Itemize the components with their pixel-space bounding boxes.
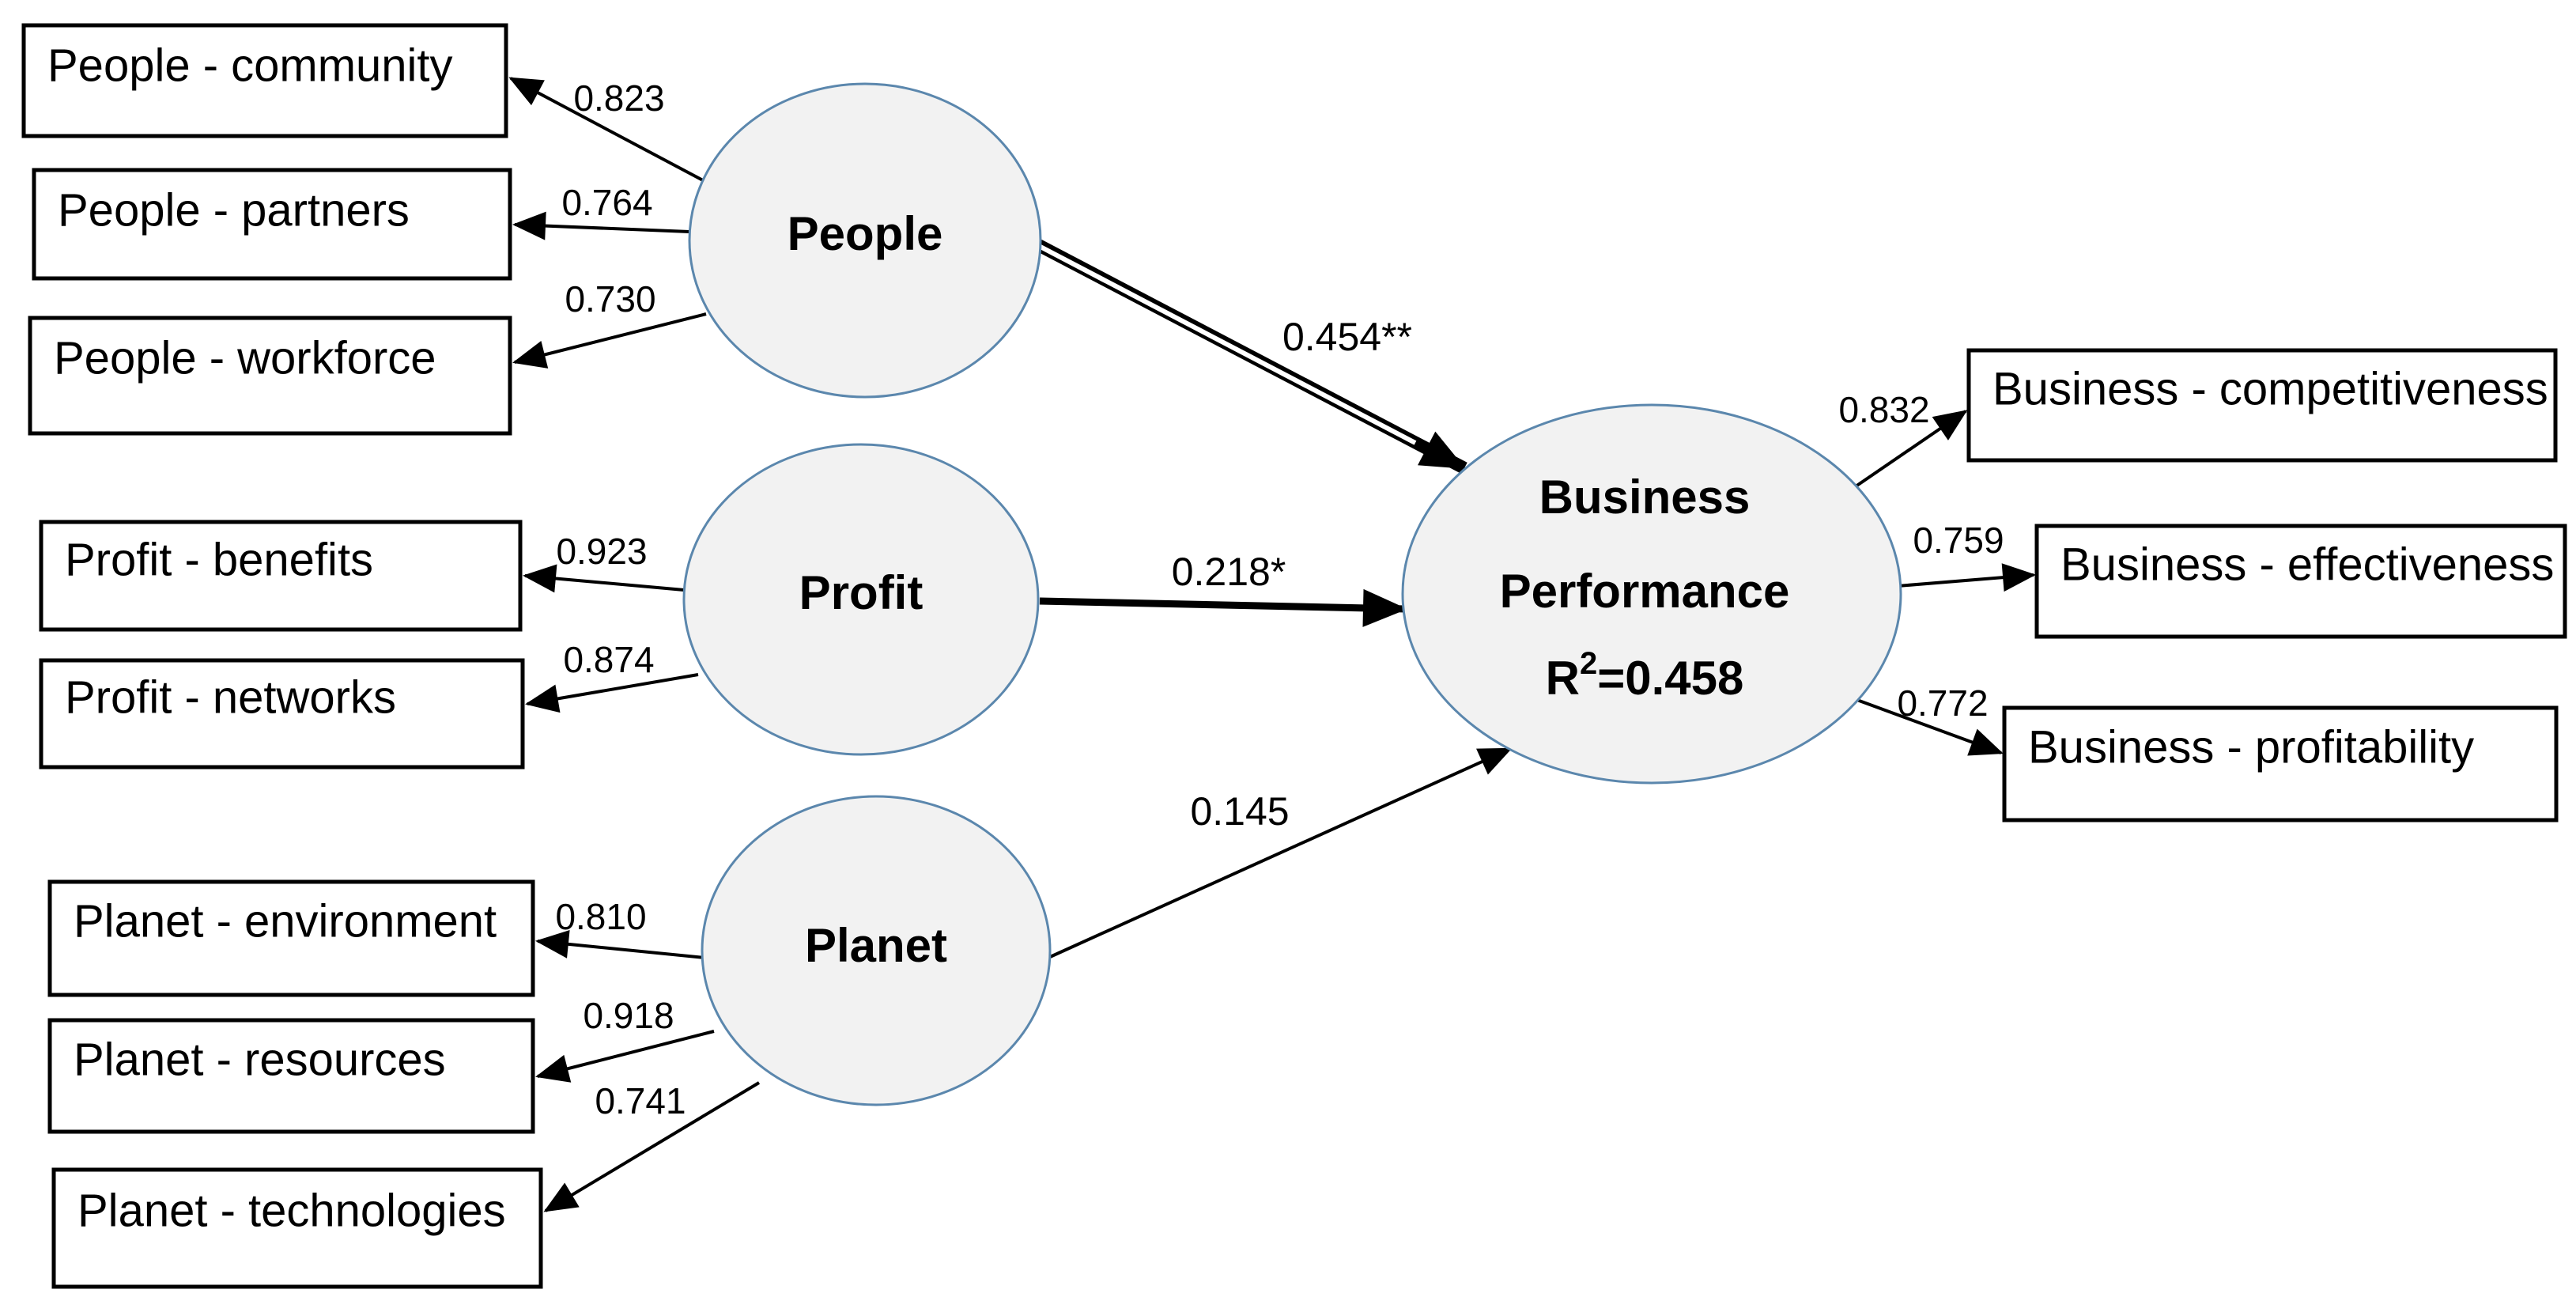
indicator-people-partners: People - partners 0.764 <box>32 168 690 281</box>
indicator-box <box>39 658 525 770</box>
path-arrow-profit-to-business <box>1039 588 1407 627</box>
latent-profit: Profit <box>682 443 1040 756</box>
indicator-planet-environment: Planet - environment 0.810 <box>47 879 713 997</box>
indicator-box <box>2002 705 2559 822</box>
latent-label-planet: Planet <box>805 919 947 972</box>
latent-business-performance: Business Performance R2=0.458 <box>1401 403 1902 785</box>
loading-arrow <box>535 929 713 960</box>
loading-value: 0.918 <box>583 995 674 1036</box>
loading-value: 0.730 <box>565 278 655 320</box>
indicator-box <box>32 168 512 281</box>
r-squared-superscript: 2 <box>1580 646 1597 681</box>
indicator-label: Business - competitiveness <box>1992 363 2548 414</box>
latent-planet: Planet <box>701 795 1052 1106</box>
loading-value: 0.810 <box>555 896 646 937</box>
latent-ellipse-planet <box>701 795 1052 1106</box>
loading-arrow <box>1854 410 1968 488</box>
indicator-label: Planet - environment <box>74 895 497 947</box>
loading-value: 0.759 <box>1913 520 2004 561</box>
latent-ellipse-people <box>688 82 1042 399</box>
indicator-business-profitability: Business - profitability 0.772 <box>1854 683 2559 822</box>
indicator-profit-networks: Profit - networks 0.874 <box>39 639 699 770</box>
indicator-box <box>47 879 535 997</box>
r-squared-rest: =0.458 <box>1597 652 1743 705</box>
indicator-people-workforce: People - workforce 0.730 <box>28 278 707 436</box>
indicator-box <box>2034 524 2567 639</box>
indicator-label: Business - profitability <box>2028 721 2474 773</box>
structural-path-planet-to-business: 0.145 <box>1049 747 1513 959</box>
indicator-label: People - community <box>47 40 453 91</box>
loading-value: 0.772 <box>1897 683 1988 724</box>
indicator-label: Profit - networks <box>65 671 396 723</box>
loading-value: 0.874 <box>563 639 654 680</box>
loading-arrow <box>523 564 685 593</box>
latent-r-squared-value: R2=0.458 <box>1546 646 1744 705</box>
indicator-box <box>51 1167 543 1289</box>
latent-label-business-line2: Performance <box>1500 565 1790 618</box>
latent-ellipse-business-performance <box>1401 403 1902 785</box>
indicator-box <box>1966 348 2558 463</box>
indicator-box <box>28 316 512 436</box>
indicator-box <box>47 1018 535 1134</box>
indicator-label: People - workforce <box>54 332 436 384</box>
indicator-label: Business - effectiveness <box>2060 539 2554 590</box>
loading-arrow <box>512 211 690 240</box>
path-arrow-planet-to-business <box>1049 747 1513 959</box>
latent-label-profit: Profit <box>799 566 924 619</box>
indicator-business-competitiveness: Business - competitiveness 0.832 <box>1838 348 2558 488</box>
latent-people: People <box>688 82 1042 399</box>
loading-value: 0.741 <box>595 1080 686 1121</box>
latent-label-business-line1: Business <box>1539 471 1751 524</box>
r-squared-base: R <box>1546 652 1580 705</box>
indicator-planet-technologies: Planet - technologies 0.741 <box>51 1080 761 1289</box>
latent-ellipse-profit <box>682 443 1040 756</box>
loading-value: 0.832 <box>1838 389 1929 430</box>
loading-arrow <box>1854 698 2004 756</box>
path-coefficient-people: 0.454** <box>1282 315 1412 359</box>
path-arrow-double-gap <box>1037 244 1417 445</box>
loading-arrow <box>525 673 699 713</box>
indicator-box <box>21 23 508 138</box>
loading-value: 0.764 <box>561 182 652 223</box>
loading-arrow <box>1897 563 2036 592</box>
structural-path-people-to-business: 0.454** <box>1029 236 1467 475</box>
indicator-people-community: People - community 0.823 <box>21 23 704 182</box>
indicator-profit-benefits: Profit - benefits 0.923 <box>39 520 685 632</box>
path-coefficient-profit: 0.218* <box>1172 550 1286 594</box>
loading-arrow <box>508 77 704 182</box>
indicator-label: People - partners <box>58 184 410 236</box>
loading-value: 0.923 <box>556 531 647 572</box>
indicator-business-effectiveness: Business - effectiveness 0.759 <box>1897 520 2567 639</box>
loading-arrow <box>512 312 707 369</box>
path-coefficient-planet: 0.145 <box>1190 789 1289 834</box>
loading-arrow <box>543 1081 761 1212</box>
indicator-label: Profit - benefits <box>65 534 373 585</box>
indicator-box <box>39 520 523 632</box>
indicator-planet-resources: Planet - resources 0.918 <box>47 995 715 1134</box>
structural-path-profit-to-business: 0.218* <box>1039 550 1407 627</box>
indicator-label: Planet - resources <box>74 1034 446 1085</box>
latent-label-people: People <box>788 207 943 260</box>
loading-arrow <box>535 1030 715 1083</box>
loading-value: 0.823 <box>573 78 664 119</box>
indicator-label: Planet - technologies <box>77 1185 506 1236</box>
